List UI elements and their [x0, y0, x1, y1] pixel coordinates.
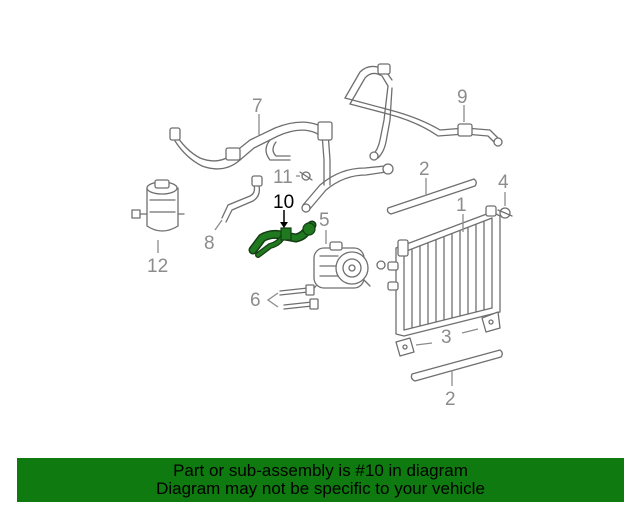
- part-12-receiver-drier[interactable]: [131, 179, 185, 232]
- part-2-seal-lower[interactable]: [410, 349, 503, 382]
- part-ac-tube[interactable]: [301, 163, 394, 213]
- leader-10-arrow: [280, 222, 288, 228]
- callout-7[interactable]: 7: [252, 96, 263, 117]
- callout-6[interactable]: 6: [250, 290, 261, 311]
- callout-5[interactable]: 5: [319, 210, 330, 231]
- callout-2-top[interactable]: 2: [419, 159, 430, 180]
- leader-6: [266, 292, 279, 308]
- callout-11[interactable]: 11: [273, 167, 293, 188]
- part-1-condenser[interactable]: [387, 205, 501, 337]
- part-8-tube[interactable]: [221, 175, 263, 223]
- banner-line-2: Diagram may not be specific to your vehi…: [156, 479, 485, 498]
- callout-9[interactable]: 9: [457, 87, 468, 108]
- parts-diagram: 9 7 11 8 1: [131, 63, 513, 410]
- callout-1[interactable]: 1: [456, 195, 467, 216]
- part-11-fitting[interactable]: [299, 171, 313, 181]
- callout-10[interactable]: 10: [273, 192, 294, 213]
- part-3-brackets[interactable]: [395, 311, 501, 357]
- part-2-seal-upper[interactable]: [386, 178, 477, 215]
- part-5-compressor[interactable]: [309, 241, 386, 293]
- part-10-ac-hose-highlighted[interactable]: [248, 220, 317, 258]
- callout-12[interactable]: 12: [147, 256, 168, 277]
- info-banner: Part or sub-assembly is #10 in diagram D…: [17, 458, 624, 502]
- banner-line-1: Part or sub-assembly is #10 in diagram: [173, 461, 468, 480]
- callout-3[interactable]: 3: [441, 327, 452, 348]
- callout-2-bottom[interactable]: 2: [445, 389, 456, 410]
- part-6-bolts[interactable]: [279, 284, 319, 310]
- leader-3: [415, 328, 479, 346]
- part-4-clip[interactable]: [497, 207, 513, 219]
- leader-8: [214, 219, 223, 231]
- part-9-ac-line[interactable]: [344, 63, 503, 161]
- part-7-ac-hose[interactable]: [169, 121, 333, 186]
- callout-8[interactable]: 8: [204, 233, 215, 254]
- callout-4[interactable]: 4: [498, 172, 509, 193]
